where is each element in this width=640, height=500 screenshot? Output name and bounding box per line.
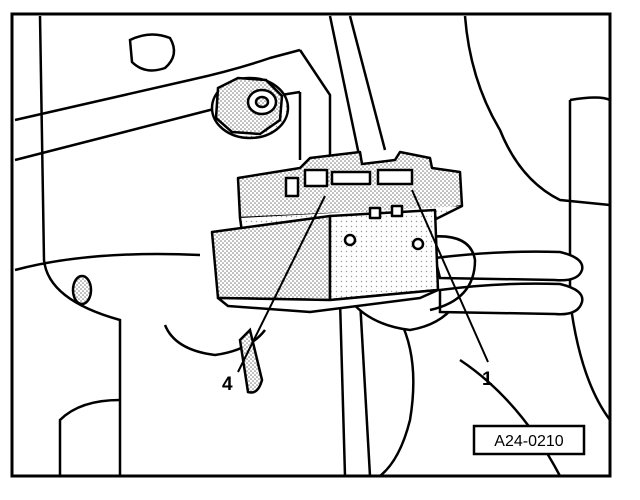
callout-label-4: 4 — [222, 374, 233, 395]
callout-label-1: 1 — [482, 369, 493, 390]
figure-id-label: A24-0210 — [494, 433, 563, 450]
callout-1-leader — [411, 189, 489, 363]
hex-nut-bolt — [210, 76, 290, 140]
wiring-harness — [419, 235, 584, 316]
figure-id-box — [472, 424, 586, 456]
brake-light-switch — [210, 150, 464, 314]
mounting-hole — [71, 274, 93, 306]
pedal-bracket — [163, 299, 456, 394]
callout-4-leader — [237, 195, 326, 373]
